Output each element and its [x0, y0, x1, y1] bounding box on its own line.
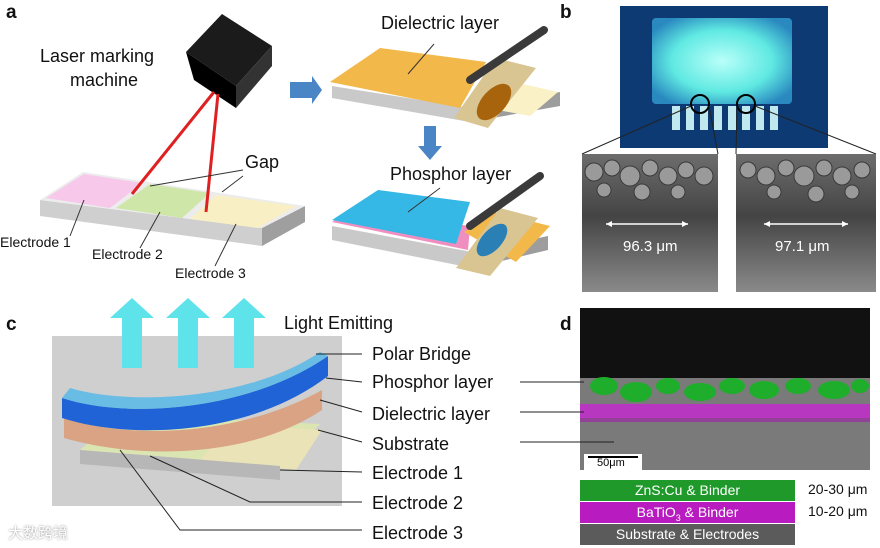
machine-label-line1: Laser marking: [40, 46, 155, 66]
layer-label-electrode-3: Electrode 3: [372, 523, 464, 543]
electrode-1-label: Electrode 1: [0, 234, 71, 250]
watermark: 大数跨境: [8, 522, 68, 543]
panel-c-illustration: [52, 298, 363, 531]
electrode-3-label: Electrode 3: [175, 265, 246, 281]
dielectric-device: [330, 26, 560, 128]
scale-bar-label: 50μm: [597, 457, 625, 469]
legend-batio3-prefix: BaTiO: [636, 504, 676, 520]
electrode-2-pad: [116, 184, 210, 218]
phosphor-device: [332, 172, 550, 276]
gap-label: Gap: [245, 152, 280, 172]
panel-b-letter: b: [560, 2, 572, 23]
layer-label-dielectric: Dielectric layer: [372, 404, 491, 424]
legend-substrate-label: Substrate & Electrodes: [615, 526, 760, 542]
laser-machine: [130, 14, 272, 213]
panel-c-letter: c: [6, 314, 17, 335]
sem-left-measurement: 96.3 μm: [623, 238, 678, 255]
electrode-3-pad: [190, 195, 296, 228]
layer-label-electrode-1: Electrode 1: [372, 463, 464, 483]
legend-zns-range: 20-30 μm: [808, 481, 868, 497]
light-arrows: [110, 298, 266, 368]
panel-a-letter: a: [6, 2, 17, 23]
legend-zns: ZnS:Cu & Binder: [580, 480, 795, 501]
panel-d-image: [520, 308, 870, 470]
panel-b-images: [581, 6, 877, 292]
layer-label-substrate: Substrate: [372, 434, 450, 454]
panel-a-illustration: [40, 14, 560, 276]
legend-batio3-sub: 3: [675, 512, 681, 523]
light-emitting-label: Light Emitting: [284, 313, 394, 333]
panel-d-letter: d: [560, 314, 572, 335]
machine-label-line2: machine: [70, 70, 139, 90]
watermark-text: 大数跨境: [8, 524, 69, 542]
arrow-right: [290, 76, 322, 104]
legend-zns-label: ZnS:Cu & Binder: [634, 482, 741, 498]
layer-label-polar-bridge: Polar Bridge: [372, 344, 472, 364]
layer-label-electrode-2: Electrode 2: [372, 493, 464, 513]
legend-substrate: Substrate & Electrodes: [580, 524, 795, 545]
electrode-1-pad: [46, 174, 142, 208]
layer-label-phosphor: Phosphor layer: [372, 372, 494, 392]
legend-batio3-range: 10-20 μm: [808, 503, 868, 519]
substrate-left: [40, 172, 305, 246]
phosphor-layer-label: Phosphor layer: [390, 164, 512, 184]
electrode-2-label: Electrode 2: [92, 246, 163, 262]
legend-batio3-suffix: & Binder: [680, 504, 739, 520]
legend-batio3: BaTiO3 & Binder: [580, 502, 795, 523]
sem-right-measurement: 97.1 μm: [775, 238, 830, 255]
arrow-down: [418, 126, 442, 160]
dielectric-layer-label: Dielectric layer: [381, 13, 500, 33]
